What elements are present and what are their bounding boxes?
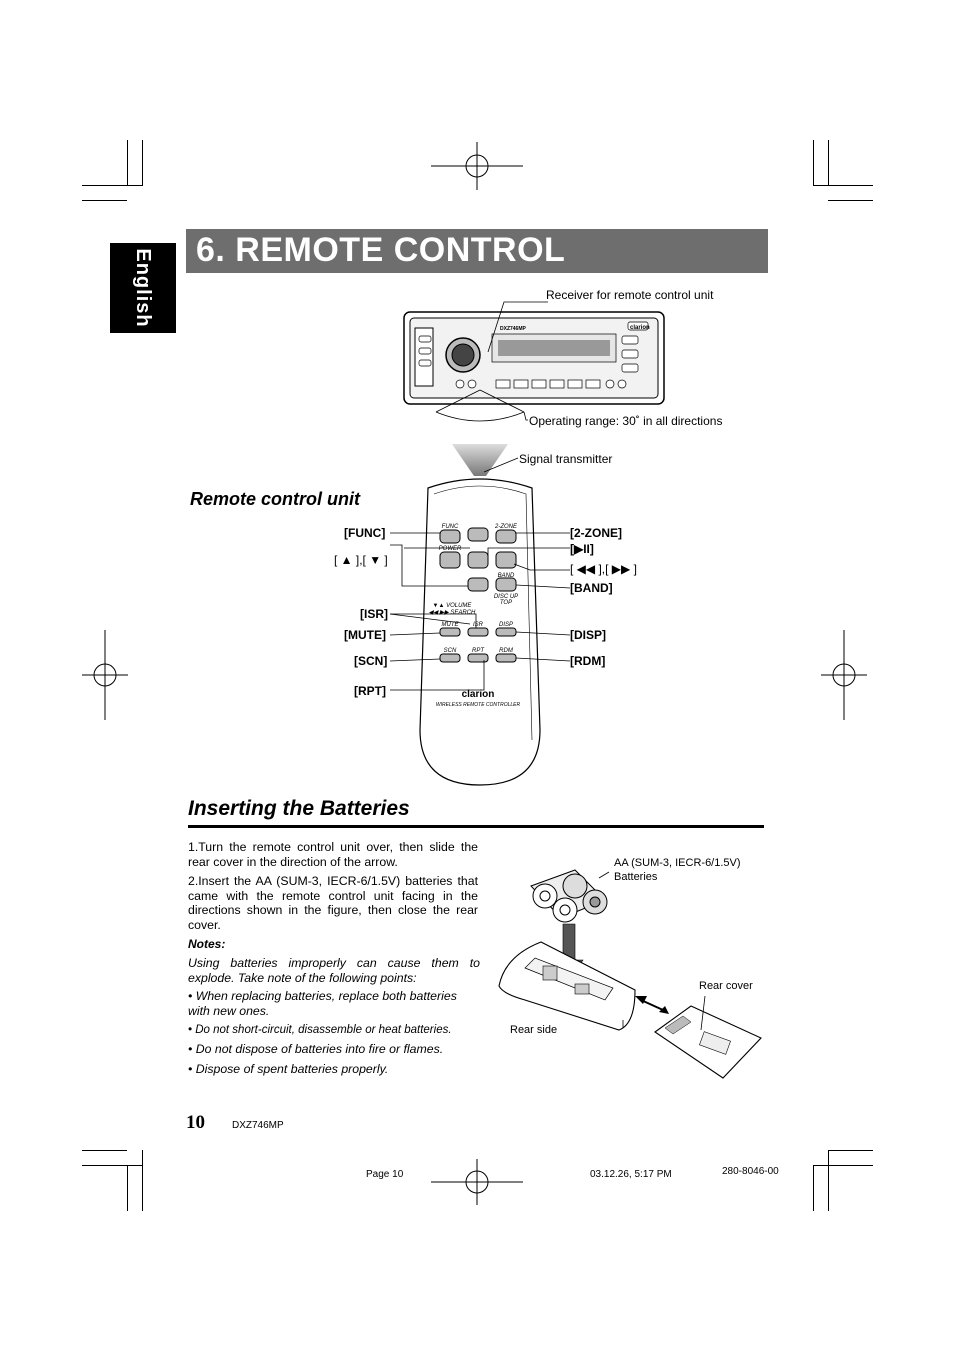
remote-illustration: FUNC 2-ZONE POWER BAND DISC UP TOP ▼▲ VO… [389, 444, 571, 786]
footer-page: Page 10 [366, 1169, 404, 1180]
batteries-label: AA (SUM-3, IECR-6/1.5V) Batteries [614, 857, 741, 883]
remote-face-volume: ▼▲ VOLUME [433, 603, 473, 609]
label-prev-next: [ ◀◀ ],[ ▶▶ ] [570, 562, 637, 576]
note-4: • Dispose of spent batteries properly. [188, 1062, 389, 1076]
label-up-down: [ ▲ ],[ ▼ ] [334, 553, 388, 567]
remote-face-disc: DISC UP [494, 594, 518, 600]
note-2: • Do not short-circuit, disassemble or h… [188, 1024, 452, 1036]
remote-face-search: ◀◀ ▶▶ SEARCH [429, 610, 476, 616]
label-rpt: [RPT] [354, 684, 386, 698]
step-1: 1.Turn the remote control unit over, the… [188, 840, 478, 869]
operating-range-callout: Operating range: 30˚ in all directions [529, 414, 723, 428]
notes-intro: Using batteries improperly can cause the… [188, 956, 480, 985]
remote-face-scn: SCN [444, 648, 457, 654]
label-disp: [DISP] [570, 628, 606, 642]
model-number: DXZ746MP [232, 1120, 284, 1131]
label-play-pause: [▶II] [570, 542, 594, 556]
language-tab: English [110, 243, 176, 333]
remote-face-power: POWER [439, 546, 462, 552]
label-scn: [SCN] [354, 654, 388, 668]
battery-illustration [498, 869, 762, 1079]
note-3: • Do not dispose of batteries into fire … [188, 1042, 444, 1056]
section-title-bar: 6. REMOTE CONTROL [186, 229, 768, 273]
head-unit-model: DXZ746MP [500, 326, 527, 332]
batteries-heading: Inserting the Batteries [188, 797, 410, 820]
remote-face-top: TOP [500, 600, 512, 606]
label-rdm: [RDM] [570, 654, 606, 668]
receiver-callout: Receiver for remote control unit [546, 288, 714, 302]
head-unit-brand: clarion [630, 325, 650, 331]
remote-face-zone: 2-ZONE [494, 524, 518, 530]
remote-face-rdm: RDM [499, 648, 513, 654]
label-2-zone: [2-ZONE] [570, 526, 622, 540]
batteries-heading-rule [188, 825, 764, 828]
remote-face-mute: MUTE [442, 622, 460, 628]
notes-heading: Notes: [188, 937, 226, 951]
label-mute: [MUTE] [344, 628, 386, 642]
rear-cover-label: Rear cover [699, 980, 753, 992]
page-title: 6. REMOTE CONTROL [196, 231, 566, 269]
remote-face-subtitle: WIRELESS REMOTE CONTROLLER [436, 702, 521, 708]
footer-timestamp: 03.12.26, 5:17 PM [590, 1169, 672, 1180]
step-2: 2.Insert the AA (SUM-3, IECR-6/1.5V) bat… [188, 874, 478, 932]
remote-face-brand: clarion [462, 689, 495, 700]
remote-face-func: FUNC [442, 524, 459, 530]
remote-face-disp: DISP [499, 622, 513, 628]
remote-face-isr: ISR [473, 622, 484, 628]
rear-side-label: Rear side [510, 1024, 558, 1036]
footer-code: 280-8046-00 [722, 1166, 779, 1177]
note-1: • When replacing batteries, replace both… [188, 989, 457, 1018]
label-band: [BAND] [570, 581, 613, 595]
label-isr: [ISR] [360, 607, 388, 621]
remote-face-band: BAND [498, 573, 515, 579]
label-func: [FUNC] [344, 526, 386, 540]
page-number: 10 [186, 1112, 205, 1133]
language-tab-label: English [132, 248, 155, 328]
head-unit-illustration: clarion DXZ746MP [403, 301, 665, 422]
signal-transmitter-callout: Signal transmitter [519, 452, 613, 466]
remote-section-heading: Remote control unit [190, 489, 360, 509]
remote-face-rpt: RPT [472, 648, 485, 654]
